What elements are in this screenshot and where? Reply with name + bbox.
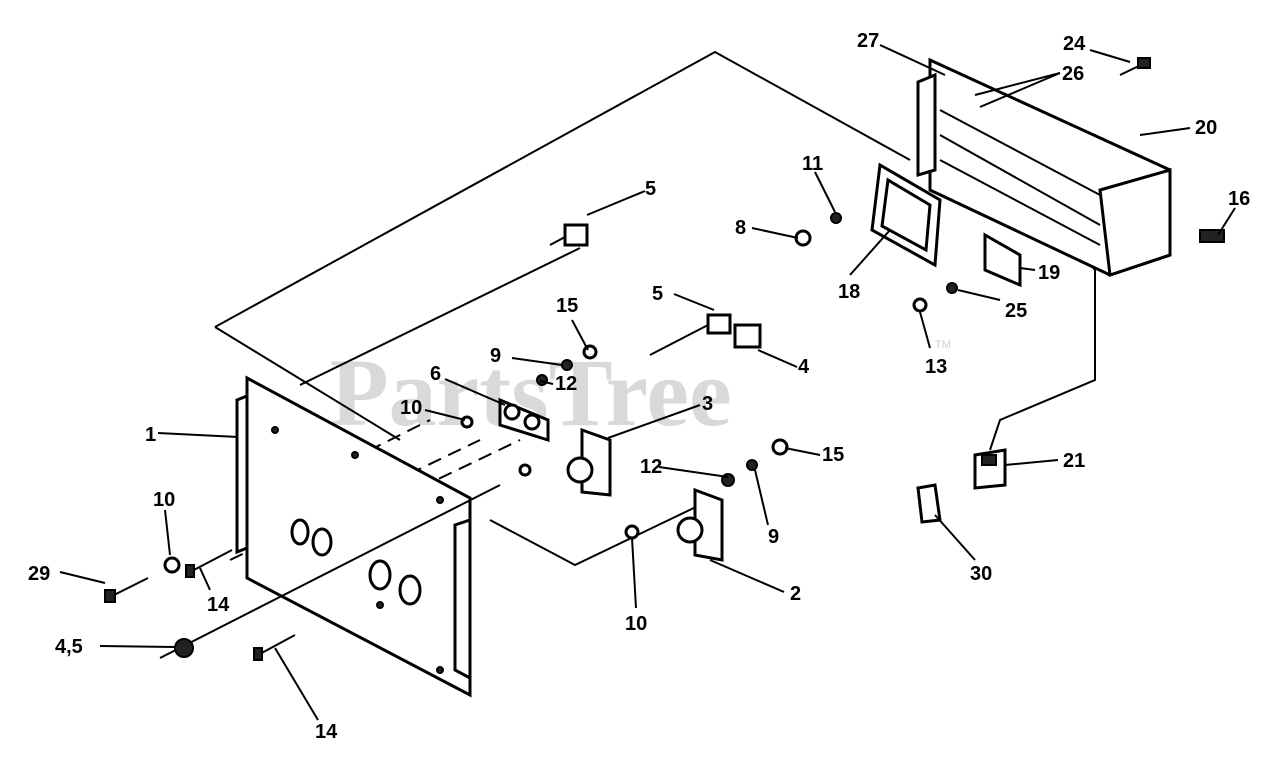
callout-29: 29 — [28, 563, 50, 585]
receptacle-part-3 — [566, 427, 612, 497]
callout-labels: 1 2 3 4 4,5 5 5 6 8 9 9 10 10 10 11 12 1… — [28, 30, 1250, 743]
callout-4-5: 4,5 — [55, 636, 83, 658]
callout-19: 19 — [1038, 262, 1060, 284]
callout-25: 25 — [1005, 300, 1027, 322]
control-box-housing — [916, 57, 1172, 278]
control-panel-plate — [235, 375, 472, 698]
callout-12-left: 12 — [555, 373, 577, 395]
callout-5-top: 5 — [645, 178, 656, 200]
callout-2: 2 — [790, 583, 801, 605]
receptacle-part-6 — [498, 397, 550, 443]
switch-part-4 — [733, 323, 762, 349]
callout-6: 6 — [430, 363, 441, 385]
callout-15-right: 15 — [822, 444, 844, 466]
callout-3: 3 — [702, 393, 713, 415]
part-21 — [973, 448, 1007, 490]
callout-13: 13 — [925, 356, 947, 378]
callout-26: 26 — [1062, 63, 1084, 85]
trademark-mark: TM — [935, 339, 951, 351]
callout-10-bolt: 10 — [153, 489, 175, 511]
box-part-19 — [983, 232, 1022, 288]
callout-27: 27 — [857, 30, 879, 52]
callout-1: 1 — [145, 424, 156, 446]
switch-part-5-top — [549, 223, 589, 247]
callout-9-left: 9 — [490, 345, 501, 367]
meter-part — [870, 162, 942, 268]
callout-14-lower: 14 — [315, 721, 338, 743]
callout-15-left: 15 — [556, 295, 578, 317]
callout-4: 4 — [798, 356, 810, 378]
callout-5-middle: 5 — [652, 283, 663, 305]
callout-8: 8 — [735, 217, 746, 239]
switch-part-5 — [649, 313, 732, 356]
callout-10-bottom: 10 — [625, 613, 647, 635]
nuts-and-washers — [163, 212, 958, 658]
callout-30: 30 — [970, 563, 992, 585]
callout-12-right: 12 — [640, 456, 662, 478]
receptacle-part-2 — [676, 487, 724, 562]
callout-21: 21 — [1063, 450, 1085, 472]
callout-11: 11 — [802, 153, 823, 175]
callout-9-right: 9 — [768, 526, 779, 548]
callout-20: 20 — [1195, 117, 1217, 139]
callout-16: 16 — [1228, 188, 1250, 210]
callout-leader-lines — [59, 44, 1236, 721]
callout-14-upper: 14 — [207, 594, 230, 616]
callout-18: 18 — [838, 281, 860, 303]
callout-10-panel: 10 — [400, 397, 422, 419]
callout-24: 24 — [1063, 33, 1086, 55]
fasteners — [104, 57, 1225, 661]
